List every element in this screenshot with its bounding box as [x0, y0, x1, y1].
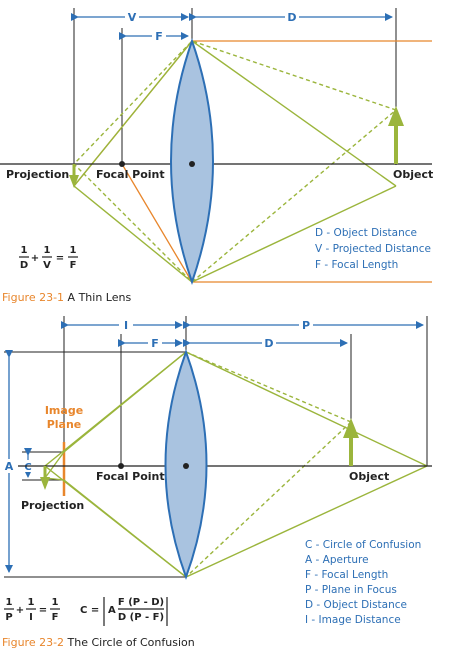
projection-arrow-head [40, 477, 50, 490]
dim-f-label: F [155, 30, 163, 43]
eq-coc-num: F (P - D) [118, 597, 164, 608]
dim-p-label-bg [299, 318, 313, 332]
legend-item: P - Plane in Focus [305, 584, 397, 596]
figure1-caption-prefix: Figure 23-1 [2, 291, 65, 304]
eq-coc-lhs: C = [80, 605, 99, 616]
label-image-plane-line2: Plane [47, 418, 82, 431]
dim-d-label: D [287, 11, 296, 24]
label-object: Object [349, 470, 389, 483]
label-aperture: A [5, 460, 14, 473]
legend-item: I - Image Distance [305, 614, 401, 626]
lens-center-dot [183, 463, 189, 469]
legend-item: F - Focal Length [305, 569, 388, 581]
dim-i-label: I [124, 319, 128, 332]
figure2-caption-title: The Circle of Confusion [67, 636, 195, 649]
eq-term2-den: V [43, 260, 51, 271]
legend-item: D - Object Distance [315, 227, 417, 239]
object-arrow-head [343, 418, 359, 438]
eq-equals: = [56, 253, 64, 264]
legend-item: V - Projected Distance [315, 243, 431, 255]
object-arrow-head [388, 106, 404, 126]
projection-arrow-head [69, 175, 79, 188]
lens-equation: 1 P + 1 I = 1 F [4, 597, 60, 623]
eq-term1-num: 1 [21, 245, 28, 256]
label-image-plane-line1: Image [45, 404, 83, 417]
eq-coc-a: A [108, 605, 116, 616]
label-focal-point: Focal Point [96, 470, 165, 483]
ray-green-converge [44, 351, 187, 479]
dim-d-label: D [264, 337, 273, 350]
label-object: Object [393, 168, 433, 181]
figure1-caption-title: A Thin Lens [67, 291, 132, 304]
eq-term1-den: P [5, 612, 12, 623]
eq-plus: + [16, 605, 24, 616]
eq-coc-den: D (P - F) [118, 612, 164, 623]
dim-d-label-bg [262, 336, 276, 350]
label-focal-point: Focal Point [96, 168, 165, 181]
ray-green-dashed [185, 421, 352, 578]
focal-point-dot [119, 161, 125, 167]
eq-equals: = [39, 605, 47, 616]
eq-term2-den: I [29, 612, 33, 623]
thin-lens-equation: 1 D + 1 V = 1 F [19, 245, 78, 271]
lens-center-dot [189, 161, 195, 167]
eq-plus: + [31, 253, 39, 264]
dim-f-label: F [151, 337, 159, 350]
legend-item: C - Circle of Confusion [305, 539, 421, 551]
label-projection: Projection [21, 499, 84, 512]
eq-term1-num: 1 [6, 597, 13, 608]
figure-circle-of-confusion: I P F D A C Image Plane [2, 316, 432, 626]
dim-d-label-bg [285, 10, 299, 24]
legend-item: F - Focal Length [315, 259, 398, 271]
label-projection: Projection [6, 168, 69, 181]
ray-green-converge [44, 477, 187, 578]
dim-v-label: V [128, 11, 137, 24]
eq-term2-num: 1 [44, 245, 51, 256]
dim-f-label-bg [152, 29, 166, 43]
ray-green-dashed [185, 351, 352, 423]
circle-of-confusion-equation: C = A F (P - D) D (P - F) [80, 597, 168, 626]
aperture-label-bg [2, 459, 16, 473]
figure2-caption: Figure 23-2 The Circle of Confusion [2, 636, 195, 649]
eq-term3-num: 1 [70, 245, 77, 256]
legend-item: A - Aperture [305, 554, 369, 566]
figure2-caption-prefix: Figure 23-2 [2, 636, 65, 649]
dim-f-label-bg [148, 336, 162, 350]
figure-thin-lens: V D F Projection Focal Point Object D - … [0, 8, 433, 286]
legend-item: D - Object Distance [305, 599, 407, 611]
eq-term2-num: 1 [28, 597, 35, 608]
eq-term3-den: F [52, 612, 59, 623]
label-coc: C [24, 462, 31, 473]
eq-term1-den: D [20, 260, 28, 271]
focal-point-dot [118, 463, 124, 469]
ray-orange-bottom [121, 163, 193, 283]
dim-i-label-bg [119, 318, 133, 332]
eq-term3-den: F [70, 260, 77, 271]
figure1-caption: Figure 23-1 A Thin Lens [2, 291, 131, 304]
dim-v-label-bg [125, 10, 139, 24]
eq-term3-num: 1 [52, 597, 59, 608]
dim-p-label: P [302, 319, 310, 332]
